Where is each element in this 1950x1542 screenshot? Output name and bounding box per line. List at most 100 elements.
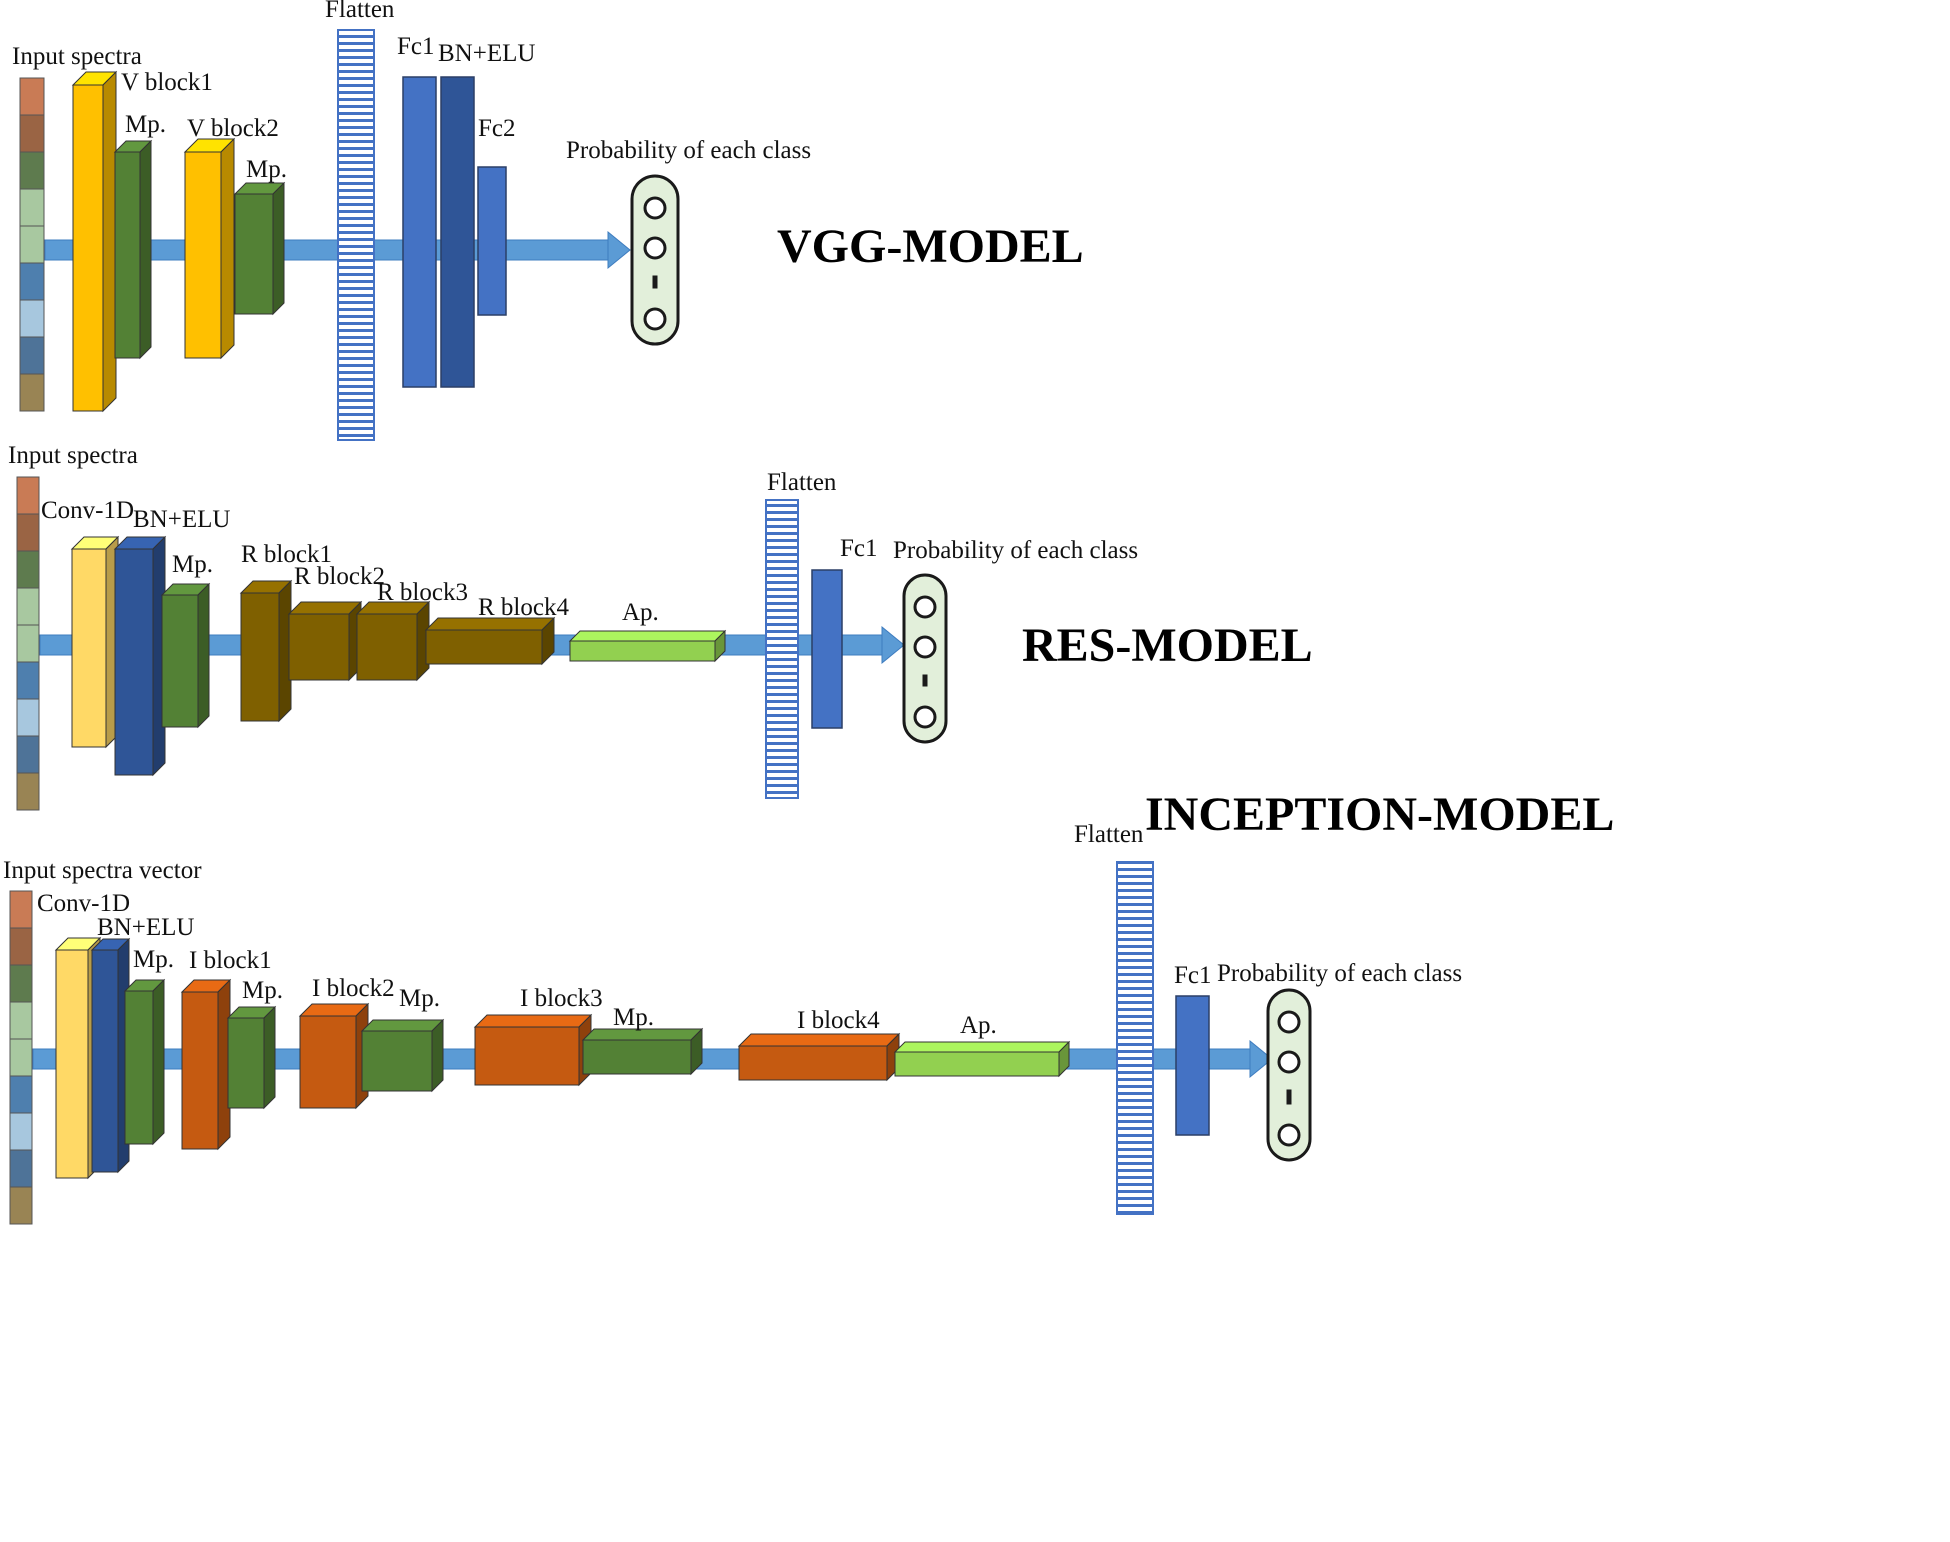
inception-bn-elu — [90, 937, 131, 1174]
output-node-icon — [1277, 1010, 1301, 1034]
vgg-mp2-label: Mp. — [246, 156, 287, 183]
ellipsis-dot — [652, 275, 658, 281]
input-cell — [9, 1075, 33, 1114]
res-rblock4-label: R block4 — [478, 594, 569, 621]
inception-maxpool1 — [123, 978, 166, 1146]
vgg-bn-elu-label: BN+ELU — [438, 40, 535, 67]
inception-title: INCEPTION-MODEL — [1145, 788, 1614, 841]
inception-mp1-label: Mp. — [133, 946, 174, 973]
inception-arrowhead — [1249, 1039, 1273, 1079]
inception-maxpool2 — [226, 1005, 277, 1110]
res-output-nodes — [902, 573, 948, 744]
vgg-fc2-label: Fc2 — [478, 115, 516, 142]
input-cell — [9, 1038, 33, 1077]
res-fc1-layer — [811, 569, 843, 729]
res-rblock4 — [424, 616, 556, 666]
output-node-icon — [913, 635, 937, 659]
res-rblock3 — [355, 600, 431, 682]
vgg-bn-elu-layer — [440, 76, 475, 388]
input-cell — [16, 587, 40, 626]
res-rblock1 — [239, 579, 293, 723]
res-rblock2 — [287, 600, 363, 682]
vgg-output-nodes — [630, 174, 680, 346]
res-flatten-layer — [765, 499, 799, 799]
inception-flatten-layer — [1116, 861, 1154, 1215]
input-cell — [19, 336, 45, 375]
res-maxpool — [160, 582, 211, 729]
vgg-flatten-layer — [337, 29, 375, 441]
input-cell — [16, 476, 40, 515]
vgg-title: VGG-MODEL — [777, 220, 1084, 273]
vgg-arrowhead — [607, 230, 631, 270]
output-node-icon — [913, 595, 937, 619]
output-node-icon — [1277, 1123, 1301, 1147]
res-input-label: Input spectra — [8, 442, 138, 469]
input-cell — [19, 299, 45, 338]
ellipsis-dot — [652, 283, 658, 289]
inception-input-label: Input spectra vector — [3, 857, 202, 884]
res-bn-elu — [113, 535, 167, 777]
ellipsis-dot — [1286, 1099, 1292, 1105]
inception-output-nodes — [1266, 988, 1312, 1162]
output-node-icon — [643, 236, 667, 260]
input-cell — [19, 262, 45, 301]
res-arrowhead — [881, 625, 905, 665]
vgg-fc2-layer — [477, 166, 507, 316]
inception-ap-label: Ap. — [960, 1012, 997, 1039]
inception-mp4-label: Mp. — [613, 1004, 654, 1031]
input-cell — [16, 513, 40, 552]
input-cell — [9, 1186, 33, 1225]
vgg-maxpool2 — [233, 181, 286, 316]
res-rblock3-label: R block3 — [377, 579, 468, 606]
input-cell — [19, 225, 45, 264]
output-node-icon — [913, 705, 937, 729]
vgg-flatten-label: Flatten — [325, 0, 395, 23]
inception-prob-label: Probability of each class — [1217, 960, 1462, 987]
vgg-vblock2 — [183, 137, 236, 360]
res-input-vector — [16, 476, 40, 811]
ellipsis-dot — [922, 681, 928, 687]
ellipsis-dot — [922, 674, 928, 680]
res-rblock2-label: R block2 — [294, 563, 385, 590]
inception-bn-elu-label: BN+ELU — [97, 914, 194, 941]
output-node-icon — [643, 196, 667, 220]
vgg-prob-label: Probability of each class — [566, 137, 811, 164]
ellipsis-dot — [652, 279, 658, 285]
vgg-input-label: Input spectra — [12, 43, 142, 70]
input-cell — [16, 624, 40, 663]
input-cell — [19, 114, 45, 153]
input-cell — [19, 77, 45, 116]
res-conv-label: Conv-1D — [41, 497, 134, 524]
inception-iblock3 — [473, 1013, 593, 1087]
input-cell — [19, 373, 45, 412]
inception-flatten-label: Flatten — [1074, 821, 1144, 848]
input-cell — [9, 890, 33, 929]
input-cell — [9, 964, 33, 1003]
output-node-icon — [643, 307, 667, 331]
input-cell — [9, 1149, 33, 1188]
input-cell — [16, 661, 40, 700]
inception-iblock4-label: I block4 — [797, 1007, 880, 1034]
input-cell — [16, 550, 40, 589]
inception-mp3-label: Mp. — [399, 985, 440, 1012]
inception-input-vector — [9, 890, 33, 1225]
res-conv1d — [70, 535, 120, 749]
res-fc1-label: Fc1 — [840, 535, 878, 562]
inception-iblock4 — [737, 1032, 901, 1082]
ellipsis-dot — [1286, 1094, 1292, 1100]
inception-iblock1-label: I block1 — [189, 947, 272, 974]
input-cell — [16, 735, 40, 774]
res-title: RES-MODEL — [1022, 619, 1313, 672]
vgg-mp1-label: Mp. — [125, 111, 166, 138]
vgg-vblock1-label: V block1 — [121, 69, 213, 96]
res-prob-label: Probability of each class — [893, 537, 1138, 564]
input-cell — [16, 772, 40, 811]
inception-iblock2 — [298, 1002, 370, 1110]
vgg-maxpool1 — [113, 139, 153, 360]
inception-iblock2-label: I block2 — [312, 975, 395, 1002]
res-mp-label: Mp. — [172, 551, 213, 578]
inception-ap-layer — [893, 1040, 1071, 1078]
res-rblock1-label: R block1 — [241, 541, 332, 568]
